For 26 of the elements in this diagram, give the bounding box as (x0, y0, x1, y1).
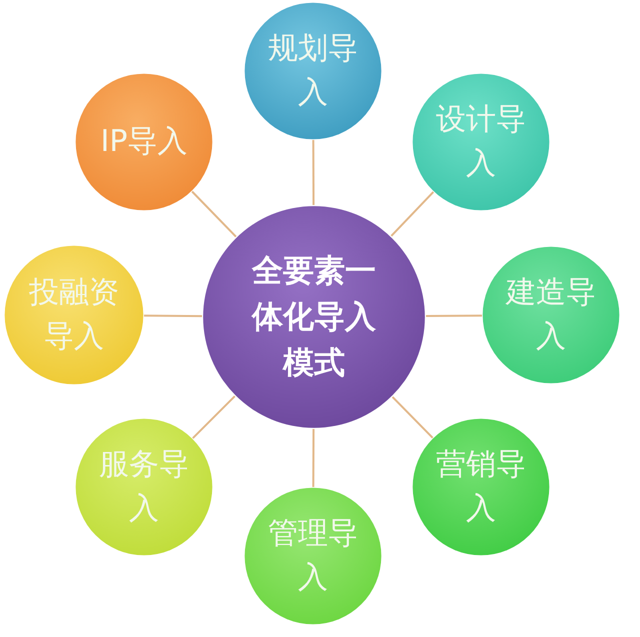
circle-label: 管理导入 (267, 515, 359, 597)
topic-circle (244, 487, 382, 625)
connector-line (392, 396, 434, 438)
connector-line (426, 314, 482, 318)
circle-label: 投融资导入 (28, 274, 120, 356)
connector-line (312, 429, 315, 487)
topic-circle (482, 246, 620, 384)
topic-circle (412, 73, 550, 211)
circle-label: 设计导入 (435, 101, 527, 183)
circle-label: 建造导入 (504, 274, 597, 356)
topic-circle (412, 418, 550, 556)
hub-circle (202, 205, 426, 429)
connector-line (191, 190, 237, 238)
circle-label: 全要素一体化导入模式 (250, 252, 377, 383)
circle-label: 规划导入 (267, 30, 359, 112)
circle-label: 营销导入 (435, 446, 527, 528)
topic-circle (244, 2, 382, 140)
topic-circle (75, 418, 213, 556)
connector-line (144, 314, 202, 318)
circle-label: IP导入 (100, 123, 188, 161)
connector-line (390, 191, 434, 237)
topic-circle (75, 73, 213, 211)
circle-label: 服务导入 (98, 446, 190, 528)
connector-line (312, 140, 315, 205)
topic-circle (4, 245, 144, 385)
connector-line (192, 395, 236, 439)
